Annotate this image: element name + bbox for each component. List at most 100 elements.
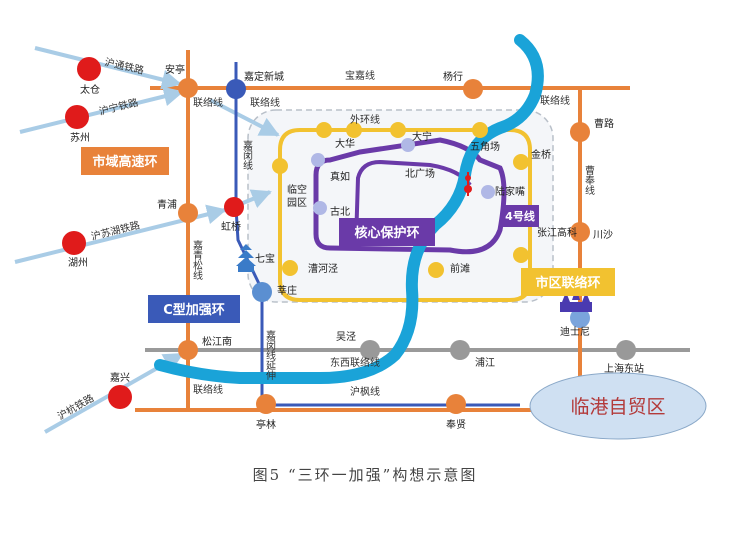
- label-suzhou: 苏州: [70, 131, 90, 144]
- label-huzhou: 湖州: [68, 257, 88, 269]
- station-linkong: [272, 158, 288, 174]
- station-qiantan: [428, 262, 444, 278]
- label-gubei: 古北: [330, 205, 350, 218]
- c-ring-label: C型加强环: [163, 302, 225, 318]
- station-songjiangnan: [178, 340, 198, 360]
- pagoda-icon: [236, 244, 256, 272]
- station-qingpu: [178, 203, 198, 223]
- station-fengxian: [446, 394, 466, 414]
- label-qingpu: 青浦: [157, 198, 177, 211]
- district-ring-line: [278, 128, 532, 302]
- label-lianluo-nw: 联络线: [193, 96, 223, 109]
- label-qibao: 七宝: [255, 252, 275, 265]
- station-yanghang: [463, 79, 483, 99]
- feeder-arrow-hq: [237, 189, 272, 209]
- station-hongqiao: [224, 197, 244, 217]
- station-wujiaochang: [472, 122, 488, 138]
- core-ring-box: [339, 218, 435, 246]
- label-lianluo-ne: 联络线: [540, 94, 570, 107]
- station-dani: [401, 138, 415, 152]
- station-anting: [178, 78, 198, 98]
- label-anting: 安亭: [165, 63, 185, 76]
- station-suzhou: [65, 105, 89, 129]
- label-caofeng-v: 曹奉线: [583, 164, 595, 195]
- label-pujiang: 浦江: [475, 356, 495, 369]
- label-caolu: 曹路: [594, 117, 614, 130]
- station-zhangjiang: [513, 247, 529, 263]
- c-ring-box: [148, 295, 240, 323]
- label-linkong: 临空: [287, 183, 307, 196]
- label-jiading-xincheng: 嘉定新城: [244, 70, 284, 83]
- label-wujing: 吴泾: [336, 330, 356, 343]
- label-fengxian: 奉贤: [446, 418, 466, 431]
- label-jiaxing: 嘉兴: [110, 371, 130, 384]
- station-huzhou: [62, 231, 86, 255]
- label-qiantan: 前滩: [450, 262, 470, 275]
- city-express-box: [81, 147, 169, 175]
- label-zhenru: 真如: [330, 170, 350, 183]
- label-huning: 沪宁铁路: [98, 96, 140, 118]
- label-hufeng: 沪枫线: [350, 385, 380, 398]
- huning-railway: [19, 86, 184, 134]
- line4-label: 4号线: [505, 209, 535, 223]
- label-baojia: 宝嘉线: [345, 69, 375, 82]
- label-jinqiao: 金桥: [531, 148, 551, 161]
- station-wujing: [360, 340, 380, 360]
- city-express-label: 市域高速环: [92, 154, 157, 170]
- station-jiading-xincheng: [226, 79, 246, 99]
- oriental-pearl-icon: [464, 172, 472, 196]
- label-yanghang: 杨行: [443, 70, 463, 83]
- station-dishini: [570, 308, 590, 328]
- label-dishini: 迪士尼: [560, 325, 590, 338]
- lingang-ellipse: [529, 372, 707, 440]
- station-jiaxing: [108, 385, 132, 409]
- station-fengzhuang: [252, 282, 272, 302]
- label-fengzhuang: 莘庄: [277, 284, 297, 297]
- disney-castle-icon: [560, 288, 592, 312]
- hutong-railway: [34, 46, 182, 90]
- label-jiamin-v: 嘉闵线: [241, 139, 253, 170]
- station-gubei: [313, 201, 327, 215]
- line4-box: [501, 205, 539, 227]
- station-jinqiao: [513, 154, 529, 170]
- station-caolu: [570, 122, 590, 142]
- district-ring-box: [521, 268, 615, 296]
- label-lianluo-nw2: 联络线: [250, 96, 280, 109]
- lingang-label: 临港自贸区: [570, 396, 665, 418]
- label-waihuan: 外环线: [350, 113, 380, 126]
- label-lujiazui: 陆家嘴: [495, 185, 525, 198]
- label-jiaqingsong-v: 嘉青松线: [191, 239, 203, 280]
- label-hongqiao: 虹桥: [221, 221, 241, 233]
- station-lujiazui: [481, 185, 495, 199]
- label-wujiaochang: 五角场: [470, 140, 500, 153]
- station-caohejing: [282, 260, 298, 276]
- station-pujiang: [450, 340, 470, 360]
- figure-caption: 图5 “三环一加强”构想示意图: [253, 466, 478, 484]
- station-tinglin: [256, 394, 276, 414]
- label-linkong-2: 园区: [287, 197, 307, 209]
- label-husuhu: 沪苏湖铁路: [90, 218, 142, 243]
- station-shanghai-dongzhan: [616, 340, 636, 360]
- label-taicang: 太仓: [80, 83, 100, 96]
- core-ring-label: 核心保护环: [354, 225, 419, 241]
- label-beiguangchang: 北广场: [405, 167, 435, 180]
- station-wujiaochang-y: [390, 122, 406, 138]
- label-jiamin-yanshen-v: 嘉闵线延伸: [264, 329, 276, 381]
- label-chuansha: 川沙: [593, 229, 613, 241]
- district-ring-label: 市区联络环: [535, 275, 600, 291]
- label-dongxi-lianluo: 东西联络线: [330, 356, 380, 369]
- station-dani-y: [346, 122, 362, 138]
- station-chuansha: [570, 222, 590, 242]
- label-tinglin: 亭林: [256, 418, 276, 431]
- label-hutong: 沪通铁路: [103, 55, 145, 77]
- label-zhangjiang: 张江高科: [537, 226, 577, 239]
- feeder-arrow-nw: [209, 98, 280, 137]
- label-caohejing: 漕河泾: [308, 262, 338, 275]
- label-shanghai-dongzhan: 上海东站: [604, 362, 644, 375]
- label-dahua: 大华: [335, 137, 355, 150]
- station-taicang: [77, 57, 101, 81]
- label-songjiangnan: 松江南: [202, 335, 232, 348]
- station-dahua-y: [316, 122, 332, 138]
- label-dani: 大宁: [412, 130, 432, 143]
